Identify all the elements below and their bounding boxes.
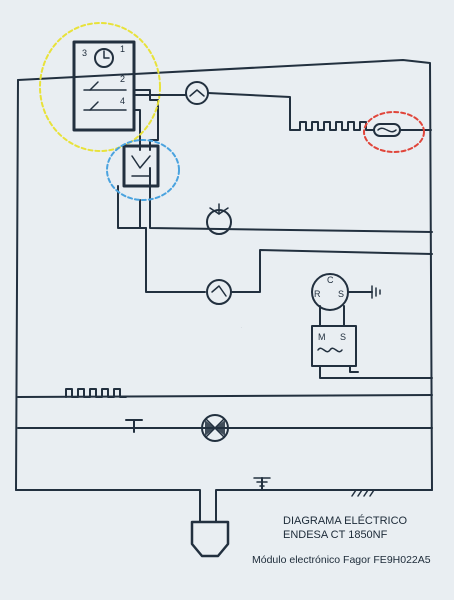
diagram-model: ENDESA CT 1850NF xyxy=(283,529,388,541)
defrost-thermostat xyxy=(133,81,297,131)
ground-symbol xyxy=(253,477,379,497)
start-relay: M S xyxy=(311,325,433,379)
timer-terminal-2: 2 xyxy=(120,74,125,84)
fan-motor xyxy=(206,203,232,235)
compressor: R C S xyxy=(311,273,381,327)
defrost-heater xyxy=(295,121,375,131)
diagram-title: DIAGRAMA ELÉCTRICO xyxy=(283,515,408,527)
fuse-highlight xyxy=(363,111,425,153)
thermostat xyxy=(117,144,160,229)
power-plug xyxy=(190,520,230,558)
door-switch xyxy=(125,419,143,433)
timer-terminal-4: 4 xyxy=(120,96,125,106)
thermal-fuse xyxy=(373,123,432,137)
timer-terminal-1: 1 xyxy=(120,44,125,54)
timer-highlight xyxy=(39,22,161,152)
diagram-module: Módulo electrónico Fagor FE9H022A5 xyxy=(252,554,431,566)
compressor-terminal-S: S xyxy=(338,289,344,299)
overload-protector xyxy=(206,279,232,305)
relay-terminal-M: M xyxy=(318,332,326,342)
timer-terminal-3: 3 xyxy=(82,48,87,58)
relay-terminal-S: S xyxy=(340,332,346,342)
thermostat-highlight xyxy=(106,139,180,201)
faint-mark: · xyxy=(240,323,243,332)
compressor-terminal-C: C xyxy=(327,275,334,285)
interior-lamp xyxy=(201,414,229,442)
defrost-timer: 3 1 2 4 xyxy=(72,40,159,151)
bottom-heater xyxy=(65,388,127,398)
compressor-terminal-R: R xyxy=(314,289,321,299)
